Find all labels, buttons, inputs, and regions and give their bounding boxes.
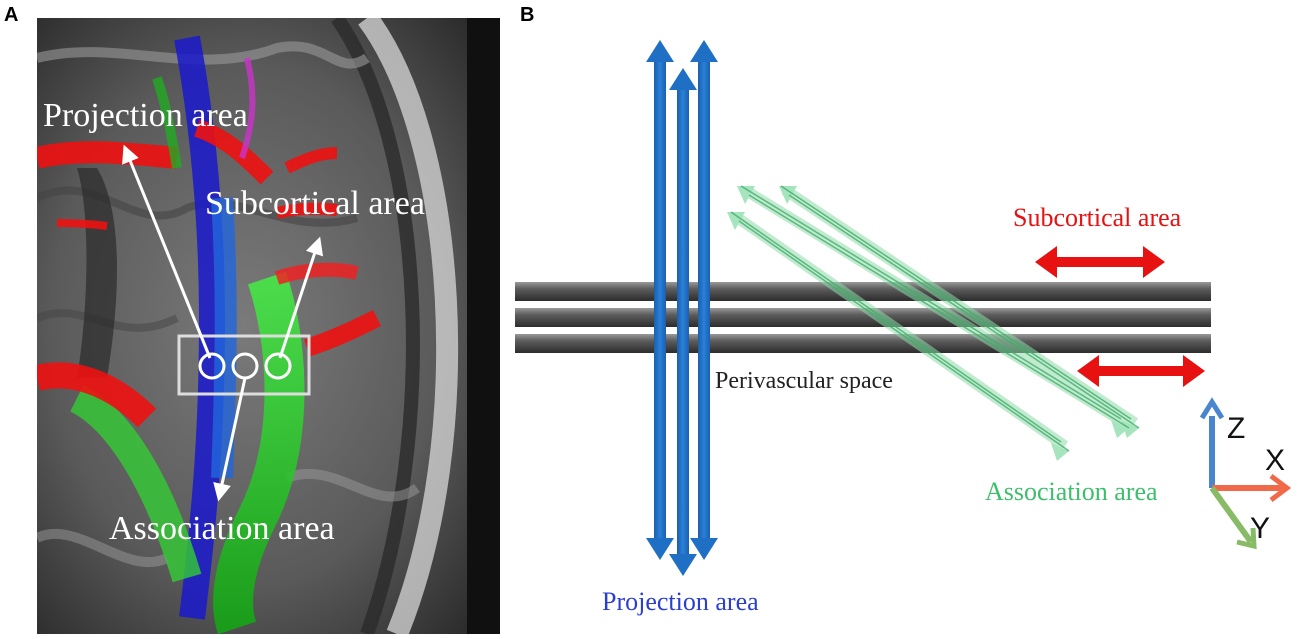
association-fiber-bundle (69, 384, 202, 583)
subcortical-arrowhead-right (1143, 246, 1165, 278)
label-association-area: Association area (985, 477, 1158, 506)
association-arrowhead (1111, 420, 1129, 438)
axis-x-arrowhead (1269, 474, 1292, 502)
projection-arrow-shaft (677, 88, 689, 558)
subcortical-arrow (278, 236, 324, 359)
projection-arrowhead-bottom (669, 554, 697, 576)
projection-arrow-shaft (654, 60, 666, 540)
subcortical-arrowhead-left (1077, 355, 1099, 387)
label-subcortical-area: Subcortical area (1013, 203, 1182, 232)
association-arrowhead (1051, 443, 1069, 461)
axis-y (1209, 486, 1254, 544)
association-arrowhead (779, 186, 797, 204)
panel-b-schematic: Z X Y Subcortical area Perivascular spac… (515, 40, 1292, 616)
label-perivascular-space: Perivascular space (715, 368, 893, 394)
label-projection-area: Projection area (43, 97, 248, 134)
subcortical-fiber-bundle (37, 141, 179, 169)
gyrus-fold (285, 468, 420, 502)
skull-inner-ring (331, 18, 420, 634)
projection-arrowhead-top (669, 68, 697, 90)
axis-z-arrowhead (1199, 397, 1225, 420)
skull-outer-ring (358, 18, 459, 634)
association-fiber-bundle (213, 271, 305, 634)
subcortical-fiber-bundle (304, 309, 382, 357)
subcortical-fiber-bundle (37, 362, 157, 428)
association-arrow (731, 211, 1069, 451)
association-arrowhead (727, 212, 745, 230)
projection-arrowhead-bottom (646, 538, 674, 560)
association-arrowhead (737, 186, 755, 204)
gyrus-fold (37, 528, 170, 568)
projection-arrows (646, 40, 718, 576)
roi-circle-projection (198, 352, 226, 380)
panel-b-letter: B (520, 4, 535, 26)
roi-box (177, 334, 311, 396)
panel-a-letter: A (4, 4, 19, 26)
label-association-area: Association area (109, 510, 335, 547)
projection-fiber-bundle (211, 197, 237, 479)
subcortical-arrows (1035, 246, 1205, 387)
projection-arrow-shaft (698, 60, 710, 540)
panel-a-mri-tractography: Projection area Subcortical area Associa… (37, 18, 500, 634)
perivascular-tube (515, 334, 1211, 353)
subcortical-fiber-bundle (56, 219, 108, 230)
coordinate-axes: Z X Y (1199, 397, 1292, 550)
perivascular-tube (515, 282, 1211, 301)
association-arrowhead (1121, 420, 1139, 438)
subcortical-arrow-shaft (1097, 366, 1185, 376)
roi-circle-subcortical (264, 352, 292, 380)
subcortical-arrowhead-right (1183, 355, 1205, 387)
subcortical-fiber-bundle (274, 262, 359, 285)
association-arrows (727, 185, 1139, 461)
right-dark-edge (467, 18, 500, 634)
projection-arrowhead-bottom (690, 538, 718, 560)
association-arrow (213, 377, 247, 502)
projection-arrow (122, 144, 212, 359)
gyrus-fold (37, 41, 370, 69)
axis-y-arrowhead (1236, 527, 1257, 550)
axis-x-label: X (1265, 444, 1285, 477)
association-arrow-edges (730, 185, 1140, 452)
axis-y-label: Y (1250, 512, 1270, 545)
subcortical-arrowhead-left (1035, 246, 1057, 278)
association-arrow (781, 185, 1139, 428)
association-arrow (742, 185, 1128, 428)
projection-arrowhead-top (646, 40, 674, 62)
axis-z-label: Z (1227, 412, 1245, 445)
subcortical-arrow-shaft (1055, 257, 1145, 267)
magenta-fiber (239, 57, 256, 159)
label-projection-area: Projection area (602, 587, 759, 616)
green-fiber (152, 76, 182, 169)
subcortical-fiber-bundle (284, 147, 338, 174)
label-subcortical-area: Subcortical area (205, 185, 425, 222)
subcortical-fiber-bundle (193, 119, 274, 185)
projection-arrowhead-top (690, 40, 718, 62)
subcortical-fiber-bundle (275, 202, 338, 219)
